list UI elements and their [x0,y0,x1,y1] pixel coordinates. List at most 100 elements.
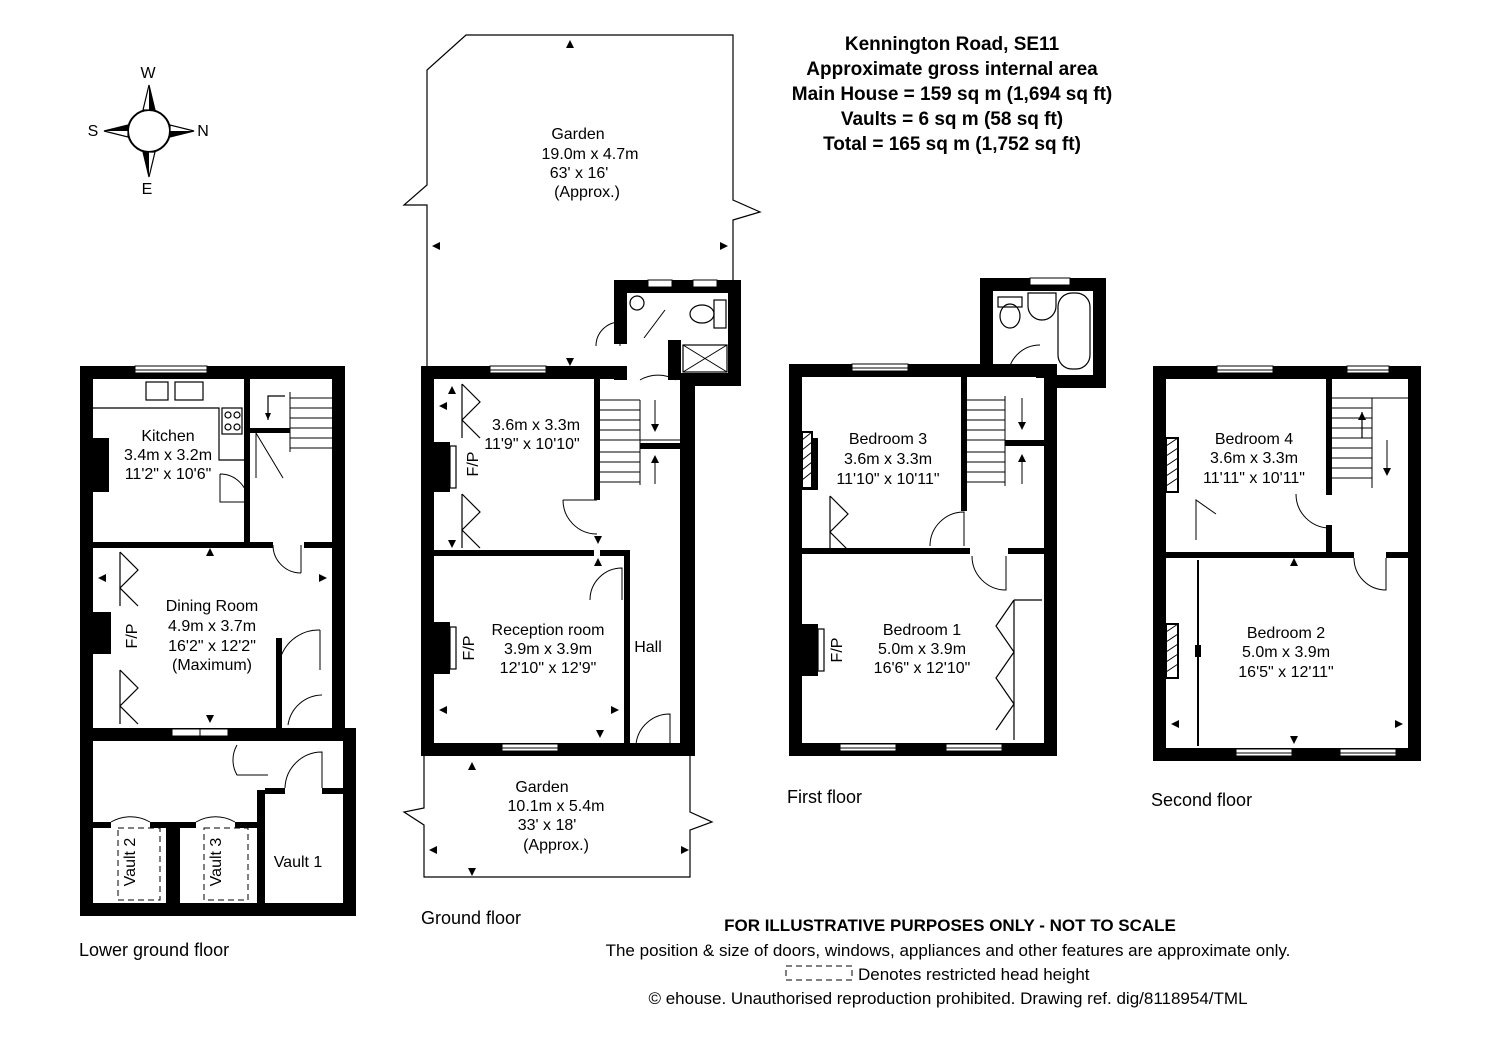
disclaimer-text: FOR ILLUSTRATIVE PURPOSES ONLY - NOT TO … [724,916,1176,935]
bed1-wardrobe [995,599,1042,740]
dining-note: (Maximum) [172,657,252,674]
bed4-bed2-wall [1166,552,1354,558]
bed3-door [929,511,965,547]
bed3-wardrobe [829,495,849,551]
ground-floor-label: Ground floor [421,908,521,928]
first-basin-icon [1027,292,1057,321]
compass-north: N [197,123,209,140]
first-toilet-icon [999,303,1021,329]
hall-rear-door [639,374,677,381]
dining-imperial: 16'2" x 12'2" [168,638,256,655]
hall-wall [624,550,630,744]
back-room-cupboard-2 [461,493,481,549]
rear-garden-note: (Approx.) [554,184,620,201]
bed4-cupboard-door [1195,499,1217,540]
wc-extension-wall [614,280,741,386]
bed2-metric: 5.0m x 3.9m [1242,644,1330,661]
bed2-imperial: 16'5" x 12'11" [1238,664,1333,681]
lower-ground-floor-plan: Kitchen 3.4m x 3.2m 11'2" x 10'6" Dining… [79,365,356,960]
vaults-area: Vaults = 6 sq m (58 sq ft) [841,109,1063,130]
vault-divider-wall [166,822,180,903]
bed3-metric: 3.6m x 3.3m [844,451,932,468]
wc-basin-icon [629,295,645,311]
reception-imperial: 12'10" x 12'9" [500,660,597,677]
bed2-door [1353,557,1387,591]
shower-tray-icon [682,344,728,373]
first-bathroom-wall [980,278,1106,388]
garden-back-door [595,321,621,347]
front-garden-metric: 10.1m x 5.4m [508,798,605,815]
vault2-label: Vault 2 [122,838,139,887]
wc-toilet-icon [689,304,715,324]
first-bathroom-door [1007,344,1041,378]
compass-west: W [140,65,156,82]
wc-internal-wall [668,340,681,380]
position-note: The position & size of doors, windows, a… [606,941,1291,960]
second-floor-plan: Bedroom 4 3.6m x 3.3m 11'11" x 10'11" Be… [801,365,1421,810]
kitchen-dining-wall-right [304,542,332,548]
kitchen-name: Kitchen [141,428,194,445]
stair-landing-wall [250,428,290,433]
bed2-name: Bedroom 2 [1247,625,1325,642]
rear-garden-outline [402,34,762,366]
kitchen-fireplace [93,438,109,492]
first-floor-label: First floor [787,787,862,807]
vault3-restricted-area [203,827,249,901]
reception-metric: 3.9m x 3.9m [504,641,592,658]
first-stairs-partition [961,377,967,511]
lg-corridor-door [278,629,321,670]
dining-cupboard-2 [119,669,139,725]
vault1-label: Vault 1 [274,854,323,871]
ground-stairs-icon [600,399,680,485]
bed4-fireplace [1165,437,1179,493]
back-room-cupboard [461,383,481,439]
vault2-restricted-area [117,827,161,901]
wc-door [643,309,666,339]
lg-corridor-door-2 [287,694,323,726]
back-room-fireplace [434,442,450,492]
address-title: Kennington Road, SE11 [845,34,1060,55]
bed1-name: Bedroom 1 [883,622,961,639]
vault3-door [195,816,236,823]
lower-stairs-icon [265,392,332,452]
front-garden-note: (Approx.) [523,837,589,854]
bath-icon [1057,292,1091,370]
vault2-door [110,816,151,823]
vault1-door [284,751,323,789]
dining-fireplace [93,612,111,654]
second-floor-label: Second floor [1151,790,1252,810]
main-house-area: Main House = 159 sq m (1,694 sq ft) [792,84,1112,105]
back-room-fp-label: F/P [465,452,482,477]
bed1-fireplace [802,624,818,676]
kitchen-drainer-icon [174,381,204,401]
bed1-door [971,555,1007,591]
first-floor-plan: Bedroom 3 3.6m x 3.3m 11'10" x 10'11" Be… [787,277,1106,807]
bed1-imperial: 16'6" x 12'10" [874,660,971,677]
compass-south: S [88,123,99,140]
stairs-landing [640,443,680,449]
second-stairs-partition [1326,379,1332,495]
reception-fireplace [434,622,450,674]
back-room-metric: 3.6m x 3.3m [492,417,580,434]
area-subtitle: Approximate gross internal area [806,59,1098,80]
bed4-imperial: 11'11" x 10'11" [1203,470,1305,487]
kitchen-sink-icon [145,381,169,401]
corridor-wall [276,638,282,733]
vault1-top-wall [265,788,285,794]
kitchen-door [219,473,249,503]
bed2-fireplace [1165,623,1179,679]
first-stairs-icon [967,396,1026,486]
stairs-partition [594,376,600,500]
vault-lobby-door [232,744,268,776]
bed3-bed1-wall [802,548,970,554]
kitchen-worktop [93,407,244,461]
copyright-note: © ehouse. Unauthorised reproduction proh… [648,989,1247,1008]
hob-icon [221,407,243,435]
cupboard-door [255,432,284,479]
restricted-height-key-icon [785,965,853,981]
bed4-door [1295,493,1331,529]
vault1-top-wall-2 [322,788,343,794]
back-room-door [562,499,598,535]
footer-notes: FOR ILLUSTRATIVE PURPOSES ONLY - NOT TO … [606,916,1291,1008]
